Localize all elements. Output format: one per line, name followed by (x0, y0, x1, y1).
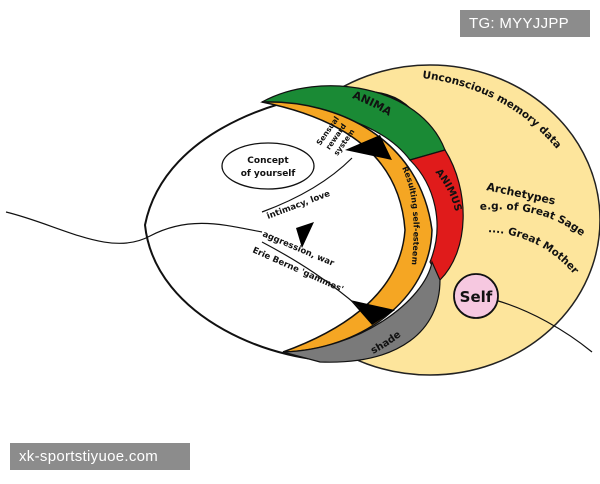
concept-line2: of yourself (241, 169, 296, 179)
upper-wedge-line (261, 157, 353, 213)
concept-oval (221, 142, 315, 190)
upper-black-wedge (345, 135, 392, 160)
lower-wedge-line (261, 241, 361, 309)
concept-line1: Concept (247, 156, 289, 166)
lower-black-wedge (350, 300, 395, 325)
watermark-bottom: xk-sportstiyuoe.com (10, 443, 190, 470)
left-wave-line (5, 211, 263, 244)
self-label: Self (460, 288, 493, 306)
shade-band (282, 259, 441, 363)
center-arrow (296, 222, 314, 248)
self-tail-line (494, 299, 593, 353)
self-circle (453, 273, 499, 319)
watermark-top: TG: MYYJJPP (460, 10, 590, 37)
sensual-reward-system: Sensual reward system (315, 115, 357, 158)
